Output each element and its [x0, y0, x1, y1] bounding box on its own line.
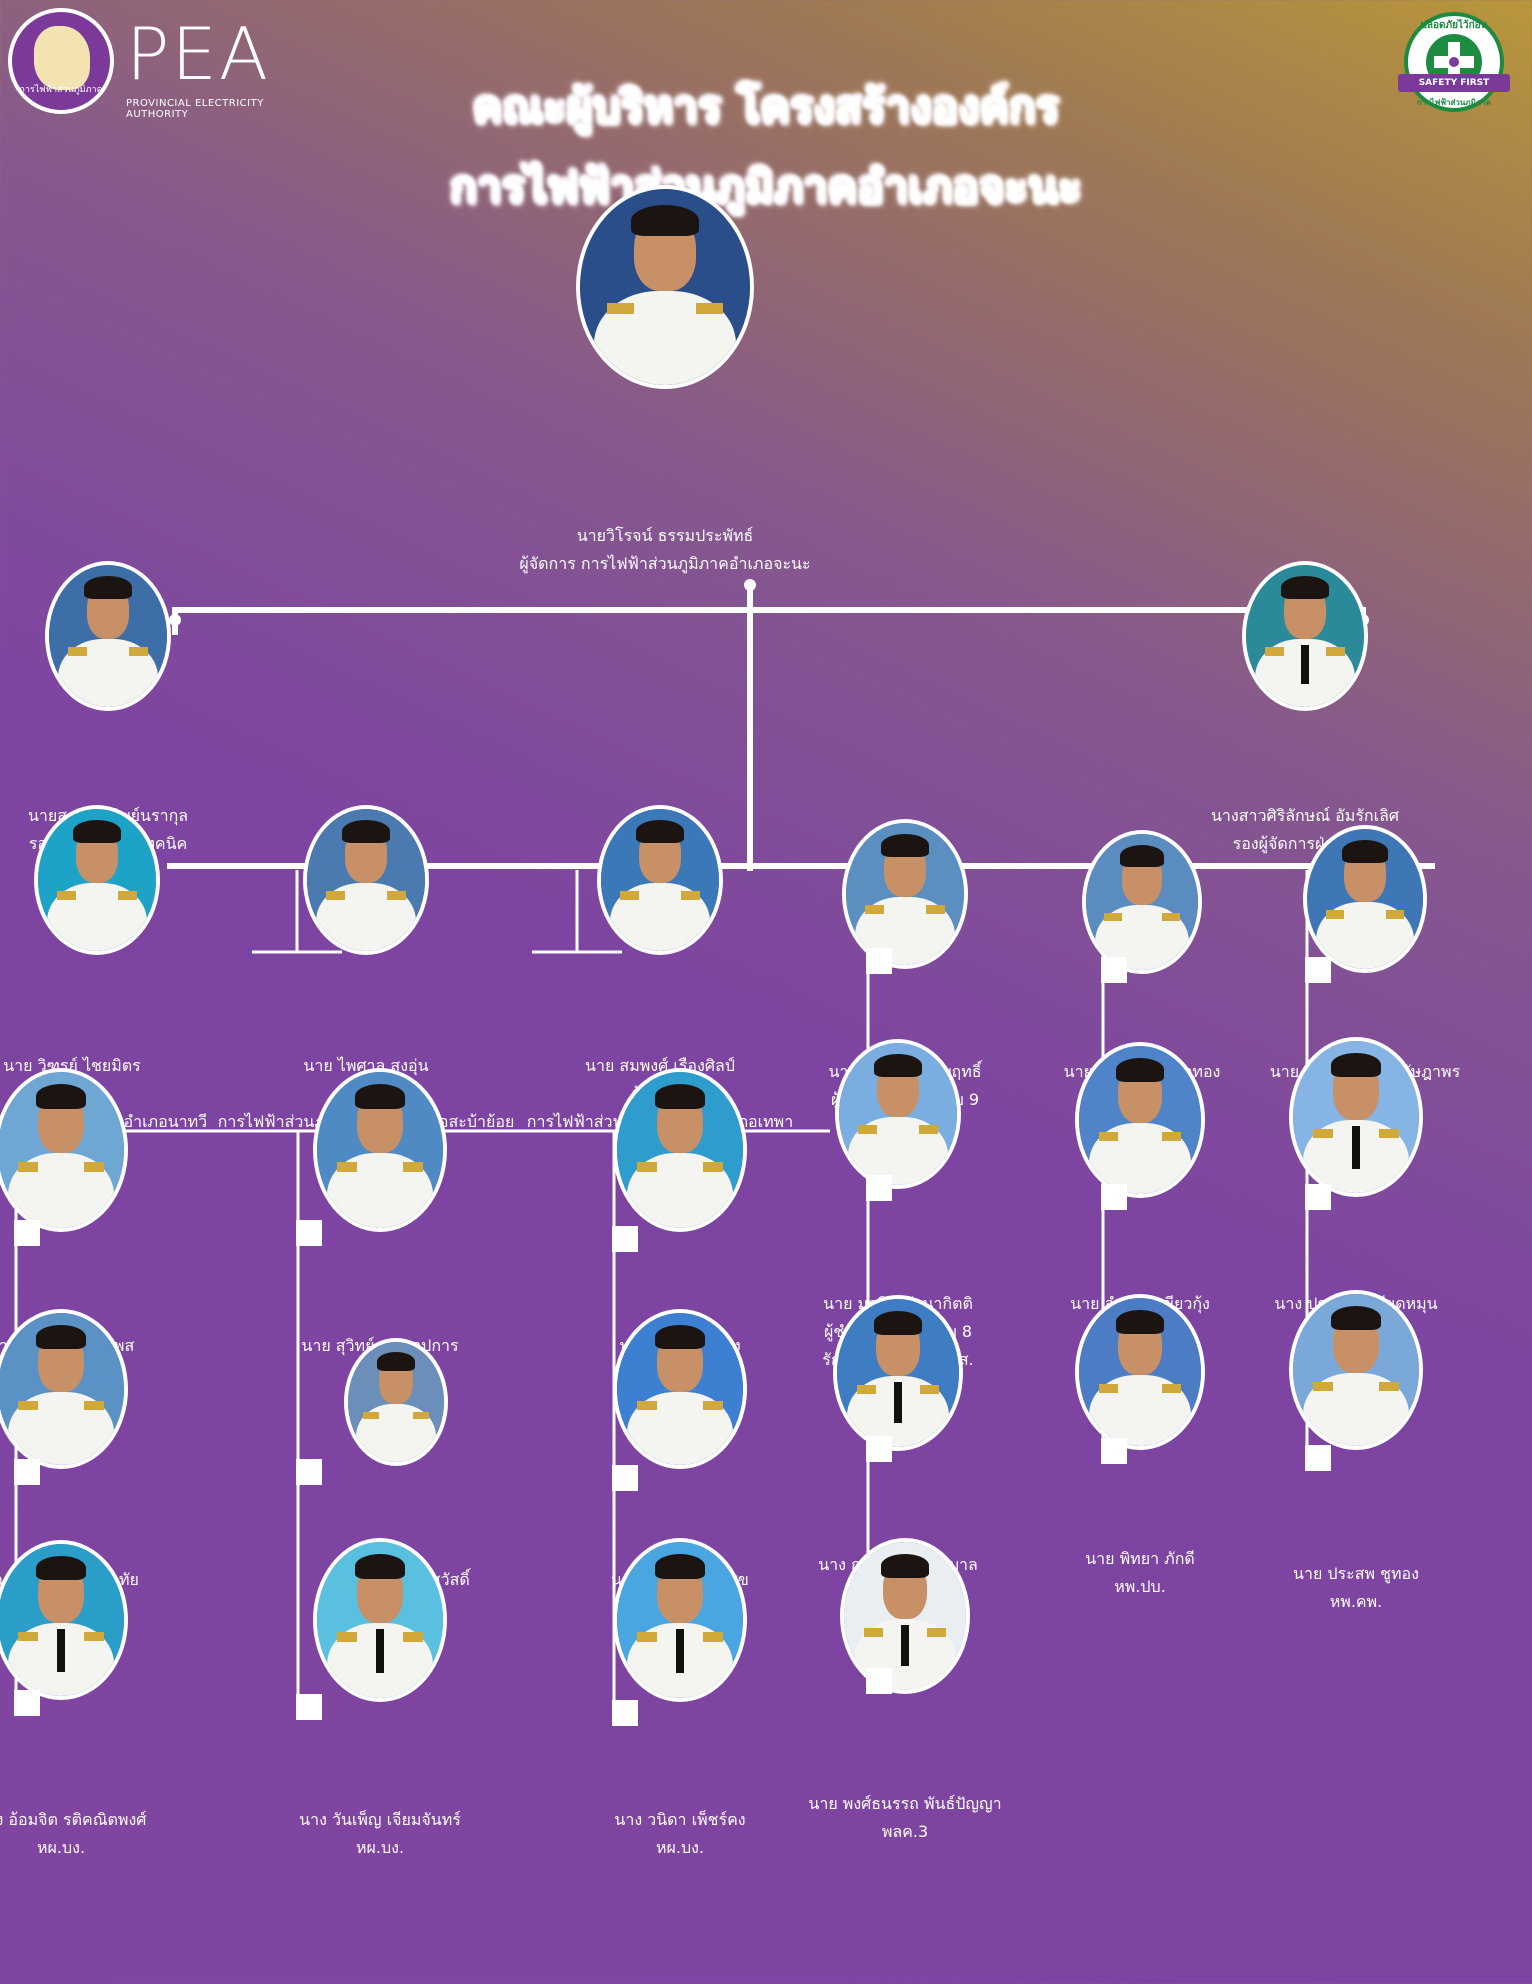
person-name: นาง วนิดา เพ็ชร์คง [614, 1810, 746, 1829]
person-photo-b2-3 [313, 1538, 447, 1702]
person-position: พลค.3 [881, 1822, 929, 1841]
connector-marker [866, 1668, 892, 1694]
connector-marker [612, 1700, 638, 1726]
person-photo-b3-1 [613, 1068, 747, 1232]
person-position: หพ.ปบ. [1114, 1577, 1166, 1596]
person-photo-tech-3 [833, 1295, 963, 1451]
person-photo-tech-4 [840, 1538, 970, 1694]
connector-marker [14, 1459, 40, 1485]
person-position: หผ.บง. [36, 1838, 86, 1857]
person-position: หพ.คพ. [1329, 1592, 1383, 1611]
person-name: นาย ประสพ ชูทอง [1293, 1564, 1419, 1583]
connector-node [169, 614, 181, 626]
person-name: นาง อ้อมจิต รติคณิตพงศ์ [0, 1810, 147, 1829]
pea-subtitle: PROVINCIAL ELECTRICITY AUTHORITY [126, 98, 264, 120]
person-photo-b2-1 [313, 1068, 447, 1232]
connector-marker [612, 1465, 638, 1491]
connector-marker [1101, 1184, 1127, 1210]
person-name: นาย พงศ์ธนรรถ พันธ์ปัญญา [808, 1794, 1002, 1813]
person-photo-manager [576, 185, 754, 389]
person-label-b2-3: นาง วันเพ็ญ เจียมจันทร์หผ.บง. [230, 1806, 530, 1862]
person-photo-b1-1 [0, 1068, 128, 1232]
person-label-manager: นายวิโรจน์ ธรรมประพัทธ์ผู้จัดการ การไฟฟ้… [205, 522, 1125, 578]
person-photo-deputy-tech [45, 561, 171, 711]
page-title-line2: การไฟฟ้าส่วนภูมิภาคอำเภอจะนะ [450, 162, 1082, 213]
connector-node [744, 579, 756, 591]
person-position: ผู้จัดการ การไฟฟ้าส่วนภูมิภาคอำเภอจะนะ [519, 554, 811, 573]
person-photo-b3-2 [613, 1309, 747, 1469]
person-photo-mid-1 [1082, 830, 1202, 974]
person-name: นาย วิฑูรย์ ไชยมิตร [3, 1056, 141, 1075]
pea-logo: การไฟฟ้าส่วนภูมิภาค PEA PROVINCIAL ELECT… [6, 6, 326, 120]
pea-wordmark: PEA [126, 12, 271, 96]
person-photo-acc-2 [1289, 1037, 1423, 1197]
person-photo-acc-1 [1303, 825, 1427, 973]
person-position: หผ.บง. [655, 1838, 705, 1857]
person-name: นาง วันเพ็ญ เจียมจันทร์ [299, 1810, 461, 1829]
pea-seal-icon: การไฟฟ้าส่วนภูมิภาค [8, 8, 114, 114]
person-photo-branch-1 [34, 805, 160, 955]
page-title-line1: คณะผู้บริหาร โครงสร้างองค์กร [472, 82, 1060, 133]
person-photo-tech-1 [842, 819, 968, 969]
person-name: นาย พิทยา ภักดี [1085, 1549, 1195, 1568]
connector-marker [1305, 1184, 1331, 1210]
connector-marker [296, 1220, 322, 1246]
connector-marker [1305, 957, 1331, 983]
connector-marker [866, 1436, 892, 1462]
person-label-b1-3: นาง อ้อมจิต รติคณิตพงศ์หผ.บง. [0, 1806, 211, 1862]
person-label-mid-3: นาย พิทยา ภักดีหพ.ปบ. [990, 1545, 1290, 1601]
connector-marker [1101, 957, 1127, 983]
person-photo-b3-3 [613, 1538, 747, 1702]
connector-marker [612, 1226, 638, 1252]
connector-marker [866, 948, 892, 974]
person-photo-deputy-acc [1242, 561, 1368, 711]
person-position: หผ.บง. [355, 1838, 405, 1857]
connector-marker [1305, 1445, 1331, 1471]
person-photo-mid-3 [1075, 1294, 1205, 1450]
person-photo-tech-2 [835, 1039, 961, 1189]
person-label-acc-3: นาย ประสพ ชูทองหพ.คพ. [1196, 1560, 1516, 1616]
person-photo-branch-3 [597, 805, 723, 955]
safety-first-logo: ปลอดภัยไว้ก่อน SAFETY FIRST การไฟฟ้าส่วน… [1398, 12, 1510, 112]
person-label-tech-4: นาย พงศ์ธนรรถ พันธ์ปัญญาพลค.3 [730, 1790, 1080, 1846]
connector-marker [14, 1220, 40, 1246]
person-photo-acc-3 [1289, 1290, 1423, 1450]
connector-marker [866, 1175, 892, 1201]
person-photo-b1-3 [0, 1540, 128, 1700]
connector-marker [296, 1694, 322, 1720]
person-photo-b1-2 [0, 1309, 128, 1469]
person-name: นายวิโรจน์ ธรรมประพัทธ์ [576, 526, 754, 545]
person-photo-mid-2 [1075, 1042, 1205, 1198]
person-name: นางสาวศิริลักษณ์ อัมรักเลิศ [1210, 806, 1400, 825]
connector-marker [14, 1690, 40, 1716]
person-photo-branch-2 [303, 805, 429, 955]
person-photo-b2-2 [344, 1338, 448, 1466]
connector-marker [296, 1459, 322, 1485]
connector-marker [1101, 1438, 1127, 1464]
person-label-b3-3: นาง วนิดา เพ็ชร์คงหผ.บง. [530, 1806, 830, 1862]
